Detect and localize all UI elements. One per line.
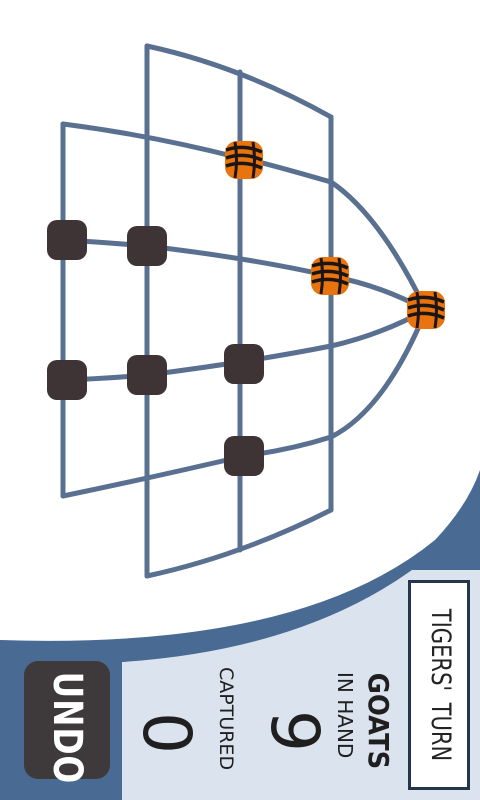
board-pieces: [47, 141, 445, 476]
board-rail-line: [144, 507, 334, 579]
goat-piece[interactable]: [47, 360, 87, 400]
goat-piece[interactable]: [47, 220, 87, 260]
turn-text: TIGERS' TURN: [425, 608, 456, 762]
undo-button[interactable]: UNDO: [24, 661, 110, 785]
goats-in-hand-label: IN HAND: [333, 672, 357, 759]
board-rail-line: [144, 43, 334, 120]
goats-captured-label: CAPTURED: [215, 667, 237, 771]
tiger-piece[interactable]: [407, 291, 445, 329]
board-grid: [60, 43, 429, 579]
undo-label: UNDO: [44, 671, 90, 785]
board-ray-line: [60, 237, 429, 313]
goats-title: GOATS: [362, 672, 395, 770]
board-ray-line: [60, 121, 429, 313]
goats-captured-count: 0: [128, 712, 205, 754]
turn-indicator: TIGERS' TURN: [408, 580, 470, 790]
info-panel-fill: [122, 570, 480, 800]
tiger-piece[interactable]: [311, 257, 349, 295]
goats-in-hand-count: 9: [256, 710, 333, 752]
goat-piece[interactable]: [127, 226, 167, 266]
board-ray-line: [60, 307, 429, 499]
goat-piece[interactable]: [127, 355, 167, 395]
goat-piece[interactable]: [224, 344, 264, 384]
goat-piece[interactable]: [224, 436, 264, 476]
tiger-piece[interactable]: [225, 141, 263, 179]
